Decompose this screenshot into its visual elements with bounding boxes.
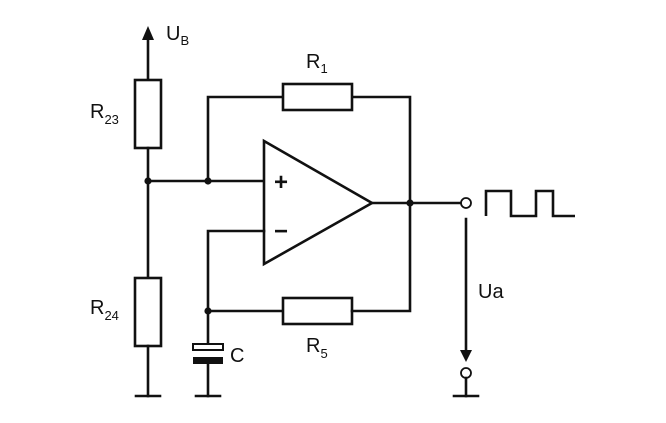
output-voltage-arrow xyxy=(460,217,472,362)
junction-divider xyxy=(144,177,152,185)
resistor-r1 xyxy=(281,82,354,112)
ground-capacitor xyxy=(194,362,222,398)
ground-left xyxy=(134,344,162,398)
r23-label: R23 xyxy=(90,101,119,127)
junction-output xyxy=(406,199,414,207)
supply-label: UB xyxy=(166,23,189,48)
resistor-r23 xyxy=(133,78,163,150)
output-terminal xyxy=(460,197,472,209)
r24-label: R24 xyxy=(90,297,119,323)
output-voltage-label: Ua xyxy=(478,281,504,303)
square-wave-icon xyxy=(484,189,575,218)
supply-arrow xyxy=(142,26,154,82)
ground-output xyxy=(452,376,480,398)
capacitor-label: C xyxy=(230,345,244,367)
opamp-triangle xyxy=(262,138,375,267)
ground-terminal xyxy=(460,367,472,379)
capacitor xyxy=(192,343,224,364)
r1-label: R1 xyxy=(306,51,328,76)
opamp-minus-sign: − xyxy=(274,218,288,245)
opamp-plus-sign: + xyxy=(274,169,288,196)
wire-r1-loop xyxy=(206,95,412,205)
resistor-r24 xyxy=(133,276,163,348)
r5-label: R5 xyxy=(306,335,328,361)
wire-r5-right xyxy=(350,201,412,313)
resistor-r5 xyxy=(281,296,354,326)
wire-minus-input xyxy=(206,229,266,346)
